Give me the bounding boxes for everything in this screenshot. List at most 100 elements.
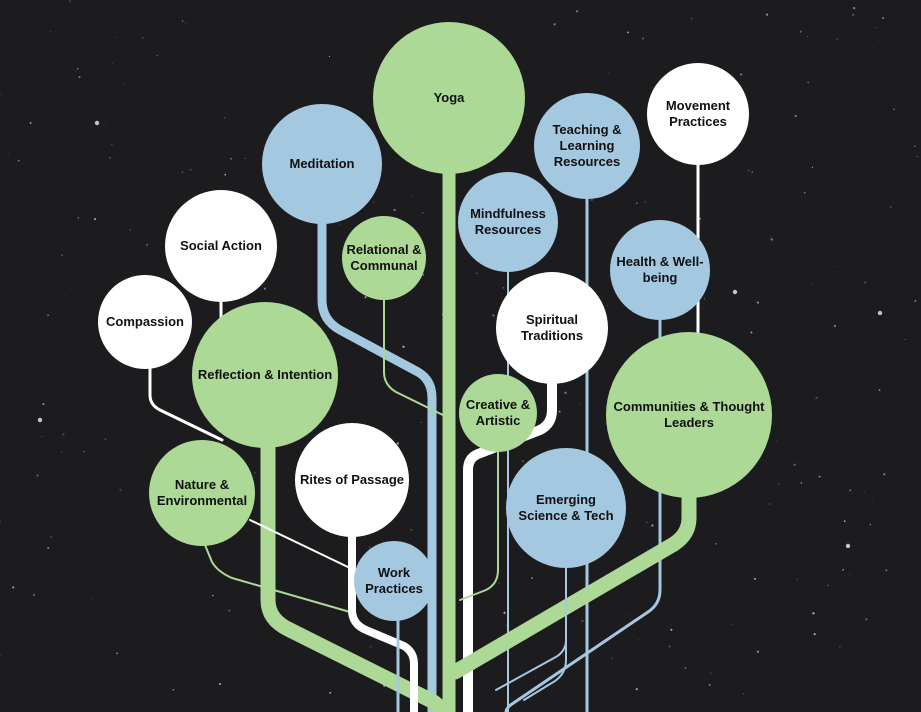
node-reflection-intention[interactable]: Reflection & Intention (192, 302, 338, 448)
node-mindfulness-label: Mindfulness Resources (470, 206, 546, 237)
star (916, 155, 919, 158)
star (853, 6, 856, 10)
node-nature-environmental[interactable]: Nature & Environmental (149, 440, 255, 546)
star (50, 536, 52, 538)
node-communities-thought-leaders[interactable]: Communities & Thought Leaders (606, 332, 772, 498)
star (647, 548, 649, 550)
star (81, 293, 83, 294)
star (751, 171, 753, 173)
star (194, 680, 195, 682)
star (651, 524, 654, 527)
star (635, 202, 638, 205)
star (666, 639, 668, 640)
node-compassion[interactable]: Compassion (98, 275, 192, 369)
star (765, 13, 769, 16)
star (93, 218, 97, 221)
star (637, 638, 639, 640)
star (709, 672, 712, 675)
star (731, 624, 733, 626)
node-rites-label: Rites of Passage (299, 472, 405, 487)
star (77, 217, 80, 219)
bright-star (94, 120, 100, 126)
star (703, 298, 706, 300)
star (564, 391, 567, 394)
star (263, 287, 266, 290)
star (872, 497, 873, 499)
node-emerging-science-tech[interactable]: Emerging Science & Tech (506, 448, 626, 568)
node-movement-practices[interactable]: Movement Practices (647, 63, 749, 165)
star (420, 421, 422, 423)
star (104, 121, 106, 123)
star (402, 345, 405, 348)
star (581, 619, 584, 623)
star (743, 693, 745, 695)
node-relational-label: Relational & Communal (346, 242, 422, 273)
star (329, 691, 332, 694)
star (224, 117, 226, 119)
star (852, 13, 855, 16)
node-creative-artistic[interactable]: Creative & Artistic (459, 374, 537, 452)
star (750, 331, 753, 334)
star (181, 171, 184, 173)
star (212, 594, 214, 597)
star (834, 265, 836, 268)
star (739, 73, 743, 76)
node-spiritual-label: Spiritual Traditions (520, 312, 584, 343)
star (339, 223, 342, 226)
branch-line (249, 519, 351, 569)
star (503, 611, 506, 614)
node-social-action[interactable]: Social Action (165, 190, 277, 302)
star (230, 157, 232, 160)
star (877, 51, 879, 53)
star (811, 166, 814, 169)
star (0, 520, 1, 523)
node-yoga[interactable]: Yoga (373, 22, 525, 174)
star (644, 201, 647, 203)
node-meditation[interactable]: Meditation (262, 104, 382, 224)
star (756, 650, 760, 653)
star (115, 36, 116, 38)
node-rites-of-passage[interactable]: Rites of Passage (295, 423, 409, 537)
star (626, 613, 628, 615)
star (827, 584, 829, 586)
node-creative-label: Creative & Artistic (465, 397, 531, 428)
node-mindfulness-resources[interactable]: Mindfulness Resources (458, 172, 558, 272)
star (646, 521, 648, 524)
star (863, 491, 865, 493)
star (422, 274, 425, 276)
bright-star (732, 289, 738, 295)
star (124, 82, 126, 84)
star (839, 646, 841, 648)
star (813, 633, 816, 636)
node-spiritual-traditions[interactable]: Spiritual Traditions (496, 272, 608, 384)
star (116, 652, 119, 655)
star (12, 586, 15, 589)
star (879, 39, 880, 41)
star (811, 283, 814, 285)
star (893, 108, 895, 110)
node-teaching-learning-resources[interactable]: Teaching & Learning Resources (534, 93, 640, 199)
star (170, 376, 172, 378)
star (590, 198, 593, 202)
star (756, 301, 759, 304)
star (833, 324, 836, 328)
star (372, 201, 375, 203)
branch-line (523, 567, 567, 701)
star (91, 597, 93, 599)
star (141, 37, 144, 39)
star (0, 93, 2, 95)
star (875, 27, 877, 28)
branch-line (348, 533, 418, 712)
node-relational-communal[interactable]: Relational & Communal (342, 216, 426, 300)
star (50, 31, 51, 32)
node-social-action-label: Social Action (180, 238, 262, 253)
star (641, 37, 644, 40)
star (475, 272, 478, 275)
node-health-well-being[interactable]: Health & Well-being (610, 220, 710, 320)
star (882, 17, 885, 19)
node-work-practices[interactable]: Work Practices (354, 541, 434, 621)
star (77, 68, 79, 70)
star (218, 682, 222, 686)
star (0, 655, 1, 657)
star (904, 338, 907, 340)
